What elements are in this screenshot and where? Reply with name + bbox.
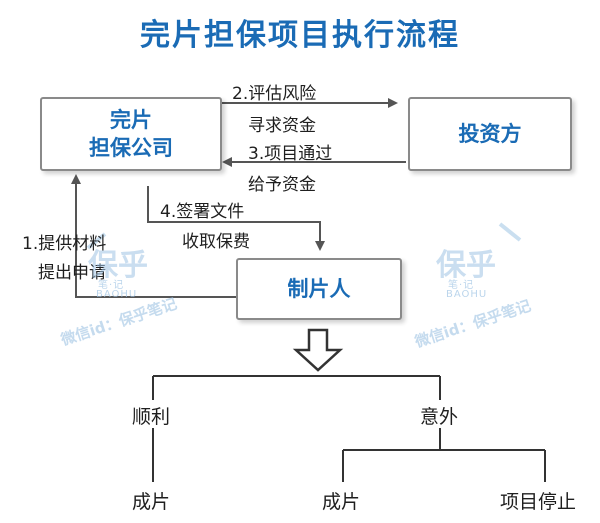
step1-label-line2: 提出申请 (38, 263, 106, 283)
step3-label-line1: 3.项目通过 (248, 144, 333, 164)
step4-label-line1: 4.签署文件 (160, 202, 245, 222)
hollow-down-arrow (292, 328, 344, 372)
outcome-accident-done: 成片 (322, 491, 361, 513)
step1-label-line1: 1.提供材料 (22, 234, 107, 254)
step4-label-line2: 收取保费 (182, 232, 250, 252)
node-producer: 制片人 (236, 258, 402, 320)
outcome-accident: 意外 (420, 406, 459, 428)
node-guarantor-line1: 完片 (110, 107, 152, 132)
node-investor: 投资方 (408, 97, 572, 171)
outcome-smooth: 顺利 (132, 406, 171, 428)
step2-label-line1: 2.评估风险 (232, 84, 317, 104)
node-guarantor-line2: 担保公司 (89, 136, 173, 160)
step2-label-line2: 寻求资金 (248, 116, 316, 136)
step3-label-line2: 给予资金 (248, 175, 316, 195)
node-investor-label: 投资方 (458, 121, 522, 146)
outcome-smooth-done: 成片 (132, 491, 171, 513)
node-guarantor: 完片 担保公司 (40, 97, 222, 171)
node-producer-label: 制片人 (287, 276, 351, 301)
arrow-step4 (147, 186, 325, 251)
outcome-accident-stop: 项目停止 (500, 491, 577, 513)
page-title: 完片担保项目执行流程 (140, 18, 460, 53)
arrow-step1 (71, 174, 236, 298)
